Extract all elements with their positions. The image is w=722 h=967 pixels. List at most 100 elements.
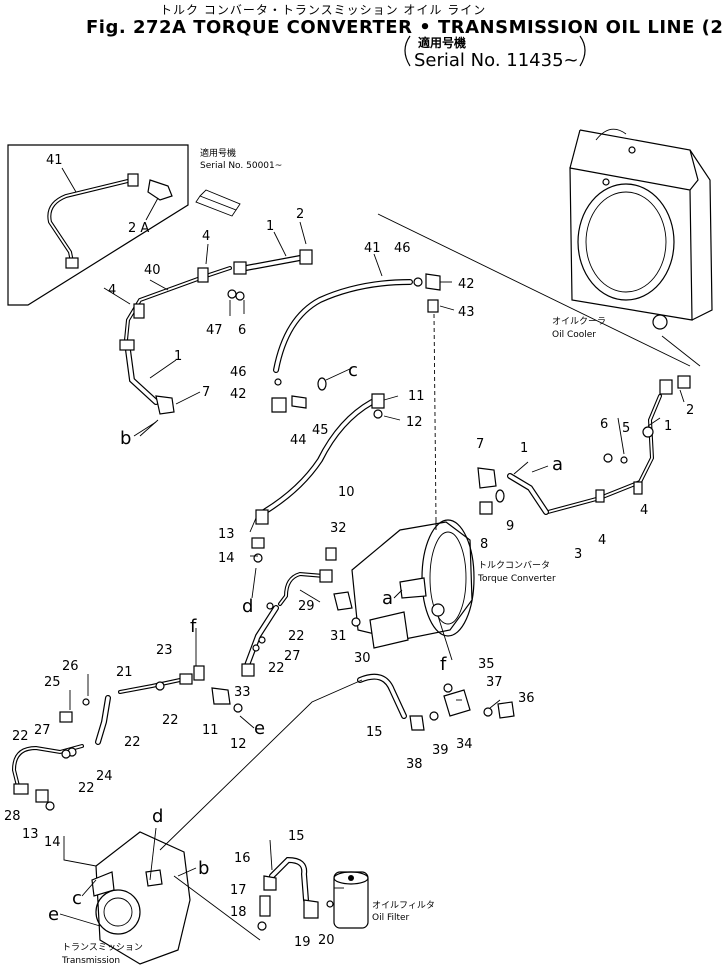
callout-5: 5 [622,421,630,436]
lower-right-hose-line [357,673,515,731]
fittings-cluster-center [271,377,327,413]
inset-box [7,144,189,306]
callout-9: 9 [506,519,514,534]
callout-13: 13 [22,827,39,842]
callout-30: 30 [354,651,371,666]
callout-27: 27 [284,649,301,664]
callout-22: 22 [78,781,95,796]
connection-b: b [120,428,131,449]
callout-2: 2 [686,403,694,418]
callout-14: 14 [218,551,235,566]
callout-15: 15 [366,725,383,740]
connection-f: f [190,616,197,637]
center-pipe-line [241,547,361,677]
callout-leaders [69,221,685,889]
callout-4: 4 [598,533,606,548]
callout-42: 42 [458,277,475,292]
callout-41: 41 [364,241,381,256]
callout-1: 1 [266,219,274,234]
callout-47: 47 [206,323,223,338]
callout-38: 38 [406,757,423,772]
connection-c: c [72,888,82,909]
callout-11: 11 [202,723,219,738]
hose-assembly-upper-left [119,266,245,415]
callout-14: 14 [44,835,61,850]
callout-22: 22 [288,629,305,644]
callout-34: 34 [456,737,473,752]
callout-41: 41 [46,153,63,168]
oil-cooler [569,128,713,330]
callout-16: 16 [234,851,251,866]
callout-22: 22 [12,729,29,744]
callout-46: 46 [394,241,411,256]
callout-26: 26 [62,659,79,674]
callout-25: 25 [44,675,61,690]
callout-18: 18 [230,905,247,920]
callout-8: 8 [480,537,488,552]
callout-17: 17 [230,883,247,898]
transmission [91,831,191,965]
callout-35: 35 [478,657,495,672]
callout-31: 31 [330,629,347,644]
connection-letters: b c a a d e f f d b c e [48,360,563,927]
callout-29: 29 [298,599,315,614]
callout-7: 7 [202,385,210,400]
oil-cooler-katakana: オイルクーラ [552,316,606,327]
callout-7: 7 [476,437,484,452]
oil-cooler-label: Oil Cooler [552,330,596,340]
callout-4: 4 [108,283,116,298]
callout-43: 43 [458,305,475,320]
callout-1: 1 [664,419,672,434]
callout-32: 32 [330,521,347,536]
left-middle-pipe-line [11,665,243,811]
transmission-label: Transmission [61,956,120,966]
callout-23: 23 [156,643,173,658]
callout-3: 3 [574,547,582,562]
oil-cooler-return-line [477,375,691,515]
callout-2a: 2 A [128,221,149,236]
callout-6: 6 [238,323,246,338]
serial-number: Serial No. 11435~ [414,50,579,71]
title-katakana: トルク コンバータ・トランスミッション オイル ライン [160,3,486,17]
callout-42: 42 [230,387,247,402]
callout-20: 20 [318,933,335,948]
callout-36: 36 [518,691,535,706]
view-arrow [195,189,241,217]
callout-4: 4 [202,229,210,244]
torque-converter [351,519,475,649]
torque-converter-katakana: トルクコンバータ [478,560,550,571]
callout-37: 37 [486,675,503,690]
callout-12: 12 [406,415,423,430]
callout-33: 33 [234,685,251,700]
figure-title: Fig. 272A TORQUE CONVERTER • TRANSMISSIO… [86,17,722,38]
callout-22: 22 [124,735,141,750]
callout-6: 6 [600,417,608,432]
callout-44: 44 [290,433,307,448]
callout-4: 4 [640,503,648,518]
callout-19: 19 [294,935,311,950]
connection-f: f [440,654,447,675]
connection-e: e [48,904,59,925]
oil-filter [333,871,369,929]
inset-tube [47,173,173,269]
connection-d: d [152,806,163,827]
callout-1: 1 [520,441,528,456]
hose-10 [251,393,385,563]
connection-e: e [254,718,265,739]
callout-40: 40 [144,263,161,278]
callout-12: 12 [230,737,247,752]
callout-11: 11 [408,389,425,404]
transmission-katakana: トランスミッション [62,942,143,953]
hose-short-upper [233,249,313,275]
callout-39: 39 [432,743,449,758]
callout-22: 22 [268,661,285,676]
callout-24: 24 [96,769,113,784]
serial-katakana: 適用号機 [418,35,466,50]
inset-serial-katakana: 適用号機 [200,147,236,159]
callout-2: 2 [296,207,304,222]
callout-46: 46 [230,365,247,380]
filter-hose-line [257,856,334,931]
callout-21: 21 [116,665,133,680]
